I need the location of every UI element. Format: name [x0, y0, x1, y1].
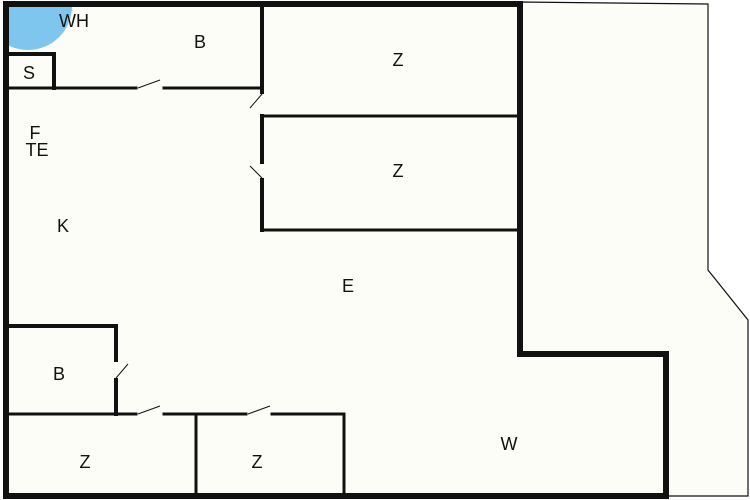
door-bath-top — [137, 79, 161, 89]
room-label-dining: E — [342, 276, 354, 296]
room-label-bedroom-top: Z — [393, 50, 404, 70]
door-bath-bottom — [115, 363, 129, 379]
room-label-living: W — [501, 434, 518, 454]
room-label-bath-top: B — [194, 32, 206, 52]
room-labels: WH B S Z Z F TE K E B Z Z W — [23, 11, 518, 472]
door-bedroom-bottom-left — [137, 405, 161, 415]
room-label-wh: WH — [59, 11, 89, 31]
door-bedroom-top — [249, 93, 263, 109]
interior-floor — [4, 4, 666, 496]
door-bedroom-bottom-mid — [247, 405, 271, 415]
room-label-bath-bottom: B — [53, 364, 65, 384]
room-label-freezer: F — [30, 123, 41, 143]
water-heater-symbol — [8, 6, 72, 50]
shower-wall — [6, 52, 56, 90]
room-label-bedroom-bottom-mid: Z — [252, 452, 263, 472]
door-bedroom-mid — [249, 165, 263, 179]
exterior-wall — [3, 1, 669, 499]
room-label-dishwasher: TE — [25, 140, 48, 160]
room-label-bedroom-bottom-left: Z — [80, 452, 91, 472]
room-label-bedroom-mid: Z — [393, 161, 404, 181]
doors — [115, 79, 271, 415]
room-label-kitchen: K — [57, 216, 69, 236]
walls — [3, 1, 669, 499]
room-label-shower: S — [23, 63, 35, 83]
